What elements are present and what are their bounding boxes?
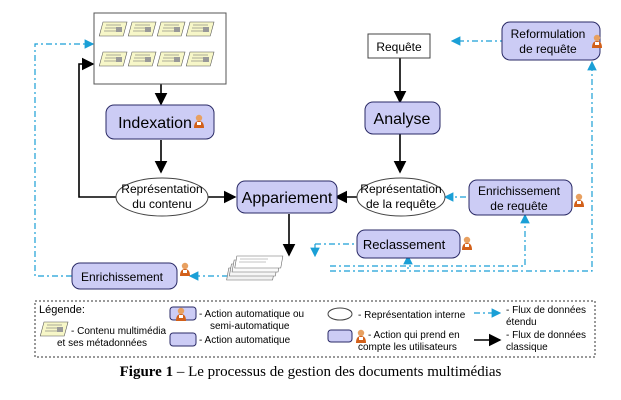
legend-contenu-line2: et ses métadonnées: [57, 338, 147, 349]
node-reformulation-line2: de requête: [519, 42, 577, 56]
legend-action-user-swatch: [327, 329, 353, 343]
legend-action-user-line1: - Action qui prend en: [368, 330, 460, 341]
legend-contenu-line1: - Contenu multimédia: [71, 326, 166, 337]
repr-contenu-line2: du contenu: [132, 197, 191, 211]
edge-representation-documents: [78, 57, 120, 198]
node-reclassement: Reclassement: [356, 229, 472, 259]
legend-flux-etendu-line1: - Flux de données: [506, 305, 586, 316]
repr-contenu-line1: Représentation: [121, 182, 202, 196]
user-icon: [574, 193, 584, 207]
user-icon: [462, 236, 472, 250]
edge-results-reformulation: [330, 60, 597, 272]
node-representation-contenu: Représentation du contenu: [115, 177, 209, 217]
node-requete-label: Requête: [376, 40, 422, 54]
legend-title: Légende:: [39, 304, 85, 316]
node-reclassement-label: Reclassement: [363, 237, 446, 252]
enrich-requete-line1: Enrichissement: [478, 184, 561, 198]
legend: Légende: - Contenu multimédia et ses mét…: [34, 300, 596, 358]
node-requete: Requête: [367, 33, 431, 59]
enrich-requete-line2: de requête: [490, 199, 548, 213]
user-icon: [180, 262, 190, 276]
node-appariement: Appariement: [236, 180, 338, 214]
edge-enrichissement-documents: [34, 39, 95, 277]
legend-flux-classique-line2: classique: [506, 342, 548, 353]
node-analyse: Analyse: [364, 101, 441, 135]
figure-label: Figure 1: [119, 364, 174, 380]
legend-action-user-line2: compte les utilisateurs: [358, 342, 457, 353]
repr-requete-line2: de la requête: [366, 197, 436, 211]
repr-requete-line1: Représentation: [360, 182, 441, 196]
node-enrichissement: Enrichissement: [71, 262, 190, 290]
results-document-stack: [226, 255, 284, 281]
node-indexation-label: Indexation: [118, 115, 192, 132]
legend-document-icon: [39, 321, 69, 337]
node-enrichissement-requete: Enrichissement de requête: [468, 179, 584, 216]
process-diagram: Indexation Requête Reformulation de requ…: [34, 12, 602, 358]
figure-caption: Figure 1 – Le processus de gestion des d…: [0, 364, 621, 381]
node-reformulation: Reformulation de requête: [501, 21, 602, 61]
legend-flux-etendu-line2: étendu: [506, 317, 537, 328]
node-analyse-label: Analyse: [374, 111, 431, 128]
node-reformulation-line1: Reformulation: [511, 27, 586, 41]
legend-repr-interne: - Représentation interne: [358, 310, 466, 321]
node-enrichissement-label: Enrichissement: [81, 270, 164, 284]
legend-action-semi-line2: semi-automatique: [210, 321, 290, 332]
legend-action-auto: - Action automatique: [199, 335, 291, 346]
legend-flux-classique-line1: - Flux de données: [506, 330, 586, 341]
legend-repr-swatch: [327, 307, 353, 321]
legend-action-auto-swatch: [169, 332, 197, 347]
node-indexation: Indexation: [105, 104, 215, 140]
node-appariement-label: Appariement: [242, 190, 333, 207]
figure-caption-text: – Le processus de gestion des documents …: [173, 364, 502, 380]
edge-results-enrichissement-requete: [330, 213, 530, 267]
legend-action-semi-line1: - Action automatique ou: [199, 309, 304, 320]
node-representation-requete: Représentation de la requête: [356, 177, 446, 217]
document-collection: [93, 12, 227, 85]
